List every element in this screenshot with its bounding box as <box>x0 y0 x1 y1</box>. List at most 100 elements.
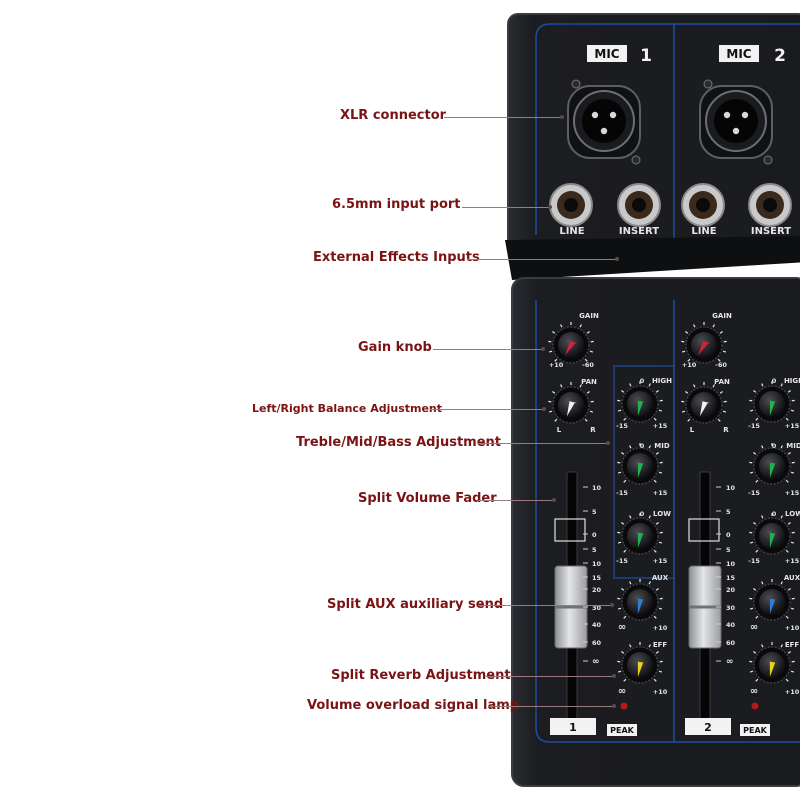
aux-knob-1[interactable] <box>617 579 663 621</box>
strip-badge-2 <box>685 718 731 735</box>
pan-knob-2[interactable] <box>681 382 727 424</box>
xlr-connector-1[interactable] <box>567 79 641 165</box>
high-scale-min: -15 <box>748 422 760 430</box>
fader-scale-value: 60 <box>592 639 602 647</box>
leader-balance <box>430 407 546 411</box>
high-label: HIGH <box>784 377 800 385</box>
gain-scale-min: +10 <box>682 361 697 369</box>
low-zero-label: 0 <box>640 510 645 518</box>
fader-scale-value: 10 <box>592 484 602 492</box>
mid-zero-label: 0 <box>640 442 645 450</box>
line-label-1: LINE <box>559 226 584 237</box>
eff-label: EFF <box>785 641 800 649</box>
eff-knob-2[interactable] <box>749 642 795 684</box>
peak-led-2 <box>751 702 759 710</box>
fader-scale-value: 30 <box>726 604 736 612</box>
leader-gain-knob <box>433 347 545 351</box>
callout-xlr-connector: XLR connector <box>340 108 447 123</box>
mid-knob-2[interactable] <box>749 443 795 485</box>
pan-label: PAN <box>581 378 597 386</box>
insert-jack-1[interactable] <box>617 183 661 227</box>
fader-scale-value: 5 <box>726 546 731 554</box>
leader-peak-lamp <box>488 704 616 708</box>
mic-label-2: MIC <box>726 47 751 61</box>
channel-number-2: 2 <box>774 46 786 66</box>
fader-scale-value: 60 <box>726 639 736 647</box>
pan-left-label: L <box>557 426 562 434</box>
strip-number-2: 2 <box>704 721 712 734</box>
gain-scale-min: +10 <box>549 361 564 369</box>
gain-label: GAIN <box>579 312 599 320</box>
gain-scale-max: -60 <box>715 361 727 369</box>
fader-scale-value: 0 <box>592 531 597 539</box>
xlr-connector-2[interactable] <box>699 79 773 165</box>
leader-input-port <box>462 205 552 209</box>
fader-scale-value: 10 <box>726 484 736 492</box>
strip-number-1: 1 <box>569 721 577 734</box>
eff-scale-max: +10 <box>785 688 800 696</box>
insert-jack-2[interactable] <box>748 183 792 227</box>
mid-knob-1[interactable] <box>617 443 663 485</box>
eff-scale-min: ∞ <box>750 686 758 697</box>
aux-knob-2[interactable] <box>749 579 795 621</box>
callout-reverb: Split Reverb Adjustment <box>331 668 511 683</box>
eq-group-box-1 <box>613 365 675 579</box>
insert-label-2: INSERT <box>751 226 791 237</box>
fader-scale-value: 20 <box>726 586 736 594</box>
fader-2[interactable] <box>688 471 722 723</box>
high-zero-label: 0 <box>640 377 645 385</box>
low-zero-label: 0 <box>772 510 777 518</box>
fader-scale-value: 15 <box>726 574 736 582</box>
high-label: HIGH <box>652 377 672 385</box>
knob-layer <box>548 322 795 684</box>
leader-eq <box>478 441 610 445</box>
high-scale-max: +15 <box>785 422 800 430</box>
aux-scale-max: +10 <box>653 624 668 632</box>
gain-scale-max: -60 <box>582 361 594 369</box>
peak-label-2: PEAK <box>743 726 768 735</box>
pan-knob-1[interactable] <box>548 382 594 424</box>
mid-label: MID <box>654 442 670 450</box>
fader-1[interactable] <box>554 471 588 723</box>
aux-scale-min: ∞ <box>618 622 626 633</box>
aux-label: AUX <box>652 574 669 582</box>
strip-badge-1 <box>550 718 596 735</box>
line-jack-2[interactable] <box>681 183 725 227</box>
mic-badge-2 <box>719 45 759 62</box>
mid-scale-min: -15 <box>748 489 760 497</box>
mid-scale-min: -15 <box>616 489 628 497</box>
gain-knob-1[interactable] <box>548 322 594 364</box>
mid-scale-max: +15 <box>785 489 800 497</box>
fader-scale-value: 10 <box>592 560 602 568</box>
mic-badge-1 <box>587 45 627 62</box>
low-knob-2[interactable] <box>749 513 795 555</box>
gain-label: GAIN <box>712 312 732 320</box>
low-scale-min: -15 <box>748 557 760 565</box>
aux-scale-max: +10 <box>785 624 800 632</box>
peak-led-1 <box>620 702 628 710</box>
pan-label: PAN <box>714 378 730 386</box>
line-jack-1[interactable] <box>549 183 593 227</box>
mid-scale-max: +15 <box>653 489 668 497</box>
mid-label: MID <box>786 442 800 450</box>
fader-scale-value: 40 <box>592 621 602 629</box>
channel-number-1: 1 <box>640 46 652 66</box>
high-knob-2[interactable] <box>749 381 795 423</box>
high-knob-1[interactable] <box>617 381 663 423</box>
eff-knob-1[interactable] <box>617 642 663 684</box>
fader-scale-value: 40 <box>726 621 736 629</box>
low-scale-max: +15 <box>653 557 668 565</box>
eff-scale-min: ∞ <box>618 686 626 697</box>
upper-deck-border <box>535 23 800 235</box>
fader-scale-value: 15 <box>592 574 602 582</box>
fader-scale-value: 20 <box>592 586 602 594</box>
eff-scale-max: +10 <box>653 688 668 696</box>
low-label: LOW <box>653 510 671 518</box>
insert-label-1: INSERT <box>619 226 659 237</box>
low-knob-1[interactable] <box>617 513 663 555</box>
lower-deck-border <box>535 300 800 743</box>
gain-knob-2[interactable] <box>681 322 727 364</box>
